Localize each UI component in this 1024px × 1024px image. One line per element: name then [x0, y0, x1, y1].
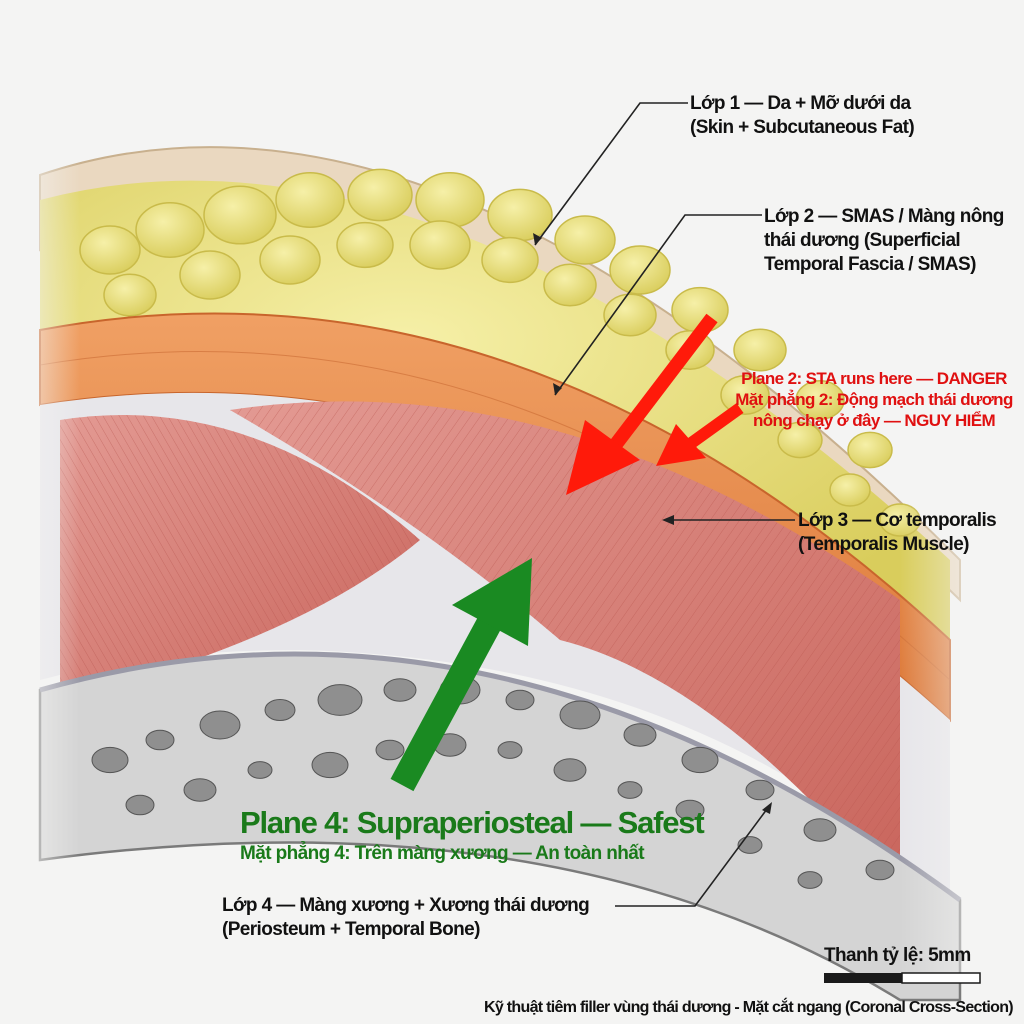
- fat-lobule: [829, 473, 871, 507]
- bone-pore: [383, 678, 417, 702]
- leader-arrowheads: [533, 233, 772, 814]
- danger-label-line2: Mặt phẳng 2: Động mạch thái dương: [735, 390, 1013, 409]
- fat-lobule: [847, 431, 893, 469]
- fat-lobule: [135, 202, 205, 258]
- fat-lobule: [347, 168, 413, 222]
- danger-arrows: [566, 313, 744, 495]
- fat-lobule: [179, 250, 241, 300]
- bone-pore: [797, 871, 823, 889]
- label-layer-2: Lớp 2 — SMAS / Màng nông thái dương (Sup…: [764, 205, 1004, 277]
- cancellous-bone-pores: [91, 675, 895, 889]
- bone-pore: [675, 799, 705, 821]
- bone-pore: [737, 836, 763, 854]
- bone-pore: [553, 758, 587, 782]
- leader-lines: [534, 102, 795, 907]
- bone-pore: [681, 746, 719, 774]
- label-layer-4-line1: Lớp 4 — Màng xương + Xương thái dương: [222, 895, 590, 916]
- bone-pore: [623, 723, 657, 747]
- label-layer-3-line2: (Temporalis Muscle): [798, 534, 970, 555]
- fat-lobule: [487, 188, 553, 242]
- leader-line-layer-4: [615, 804, 771, 907]
- bone-pore: [317, 684, 363, 716]
- fat-lobule: [103, 273, 157, 317]
- fat-lobule: [336, 221, 394, 269]
- label-layer-1: Lớp 1 — Da + Mỡ dưới da (Skin + Subcutan…: [690, 92, 915, 140]
- leader-line-layer-1: [534, 102, 688, 246]
- safe-plane-subtitle: Mặt phẳng 4: Trên màng xương — An toàn n…: [240, 843, 645, 864]
- fat-lobule: [777, 421, 823, 459]
- fat-lobule: [720, 375, 770, 415]
- safe-plane-title: Plane 4: Supraperiosteal — Safest: [240, 805, 705, 840]
- bone-pore: [91, 746, 129, 774]
- safe-plane-arrow: [390, 558, 532, 792]
- danger-label-line1: Plane 2: STA runs here — DANGER: [741, 369, 1007, 388]
- label-layer-4: Lớp 4 — Màng xương + Xương thái dương (P…: [222, 894, 590, 942]
- fat-lobule: [603, 293, 657, 337]
- label-layer-4-line2: (Periosteum + Temporal Bone): [222, 919, 480, 940]
- bone-pore: [745, 779, 775, 801]
- fat-lobules: [79, 168, 921, 537]
- bone-pore: [865, 859, 895, 881]
- fat-lobule: [79, 225, 141, 275]
- bone-pore: [559, 700, 601, 730]
- fat-layer: [40, 180, 950, 640]
- fat-lobule: [409, 220, 471, 270]
- bone-pore: [803, 818, 837, 842]
- fat-lobule: [203, 185, 277, 245]
- fat-lobule: [543, 263, 597, 307]
- label-layer-1-line2: (Skin + Subcutaneous Fat): [690, 117, 915, 138]
- bone-pore: [264, 699, 296, 721]
- fat-lobule: [554, 215, 616, 265]
- label-layer-3-line1: Lớp 3 — Cơ temporalis: [798, 510, 997, 531]
- fat-lobule: [415, 172, 485, 228]
- bone-pore: [183, 778, 217, 802]
- bone-pore: [199, 710, 241, 740]
- bone-pore: [311, 751, 349, 779]
- fat-lobule: [733, 328, 787, 372]
- danger-label-line3: nông chạy ở đây — NGUY HIỂM: [752, 411, 996, 430]
- bone-pore: [125, 794, 155, 816]
- scale-bar: [824, 972, 981, 984]
- leader-line-layer-2: [554, 214, 762, 396]
- bone-pore: [247, 761, 273, 779]
- bone-pore: [505, 689, 535, 711]
- label-layer-2-line3: Temporal Fascia / SMAS): [764, 254, 976, 275]
- fat-lobule: [609, 245, 671, 295]
- bone-pore: [497, 741, 523, 759]
- fat-lobule: [481, 236, 539, 284]
- danger-label: Plane 2: STA runs here — DANGER Mặt phẳn…: [724, 368, 1024, 431]
- label-layer-1-line1: Lớp 1 — Da + Mỡ dưới da: [690, 93, 911, 114]
- temporalis-muscle: [60, 401, 900, 890]
- bone-pore: [375, 739, 405, 761]
- fat-lobule: [275, 172, 345, 228]
- fat-lobule: [795, 380, 845, 420]
- periosteum: [39, 651, 962, 903]
- bone-pore: [617, 781, 643, 799]
- label-layer-2-line1: Lớp 2 — SMAS / Màng nông: [764, 206, 1004, 227]
- label-layer-2-line2: thái dương (Superficial: [764, 230, 961, 251]
- label-layer-3: Lớp 3 — Cơ temporalis (Temporalis Muscle…: [798, 509, 997, 557]
- figure-caption: Kỹ thuật tiêm filler vùng thái dương - M…: [484, 999, 1014, 1016]
- scale-bar-label: Thanh tỷ lệ: 5mm: [824, 945, 971, 966]
- fat-lobule: [259, 235, 321, 285]
- bone-pore: [145, 729, 175, 751]
